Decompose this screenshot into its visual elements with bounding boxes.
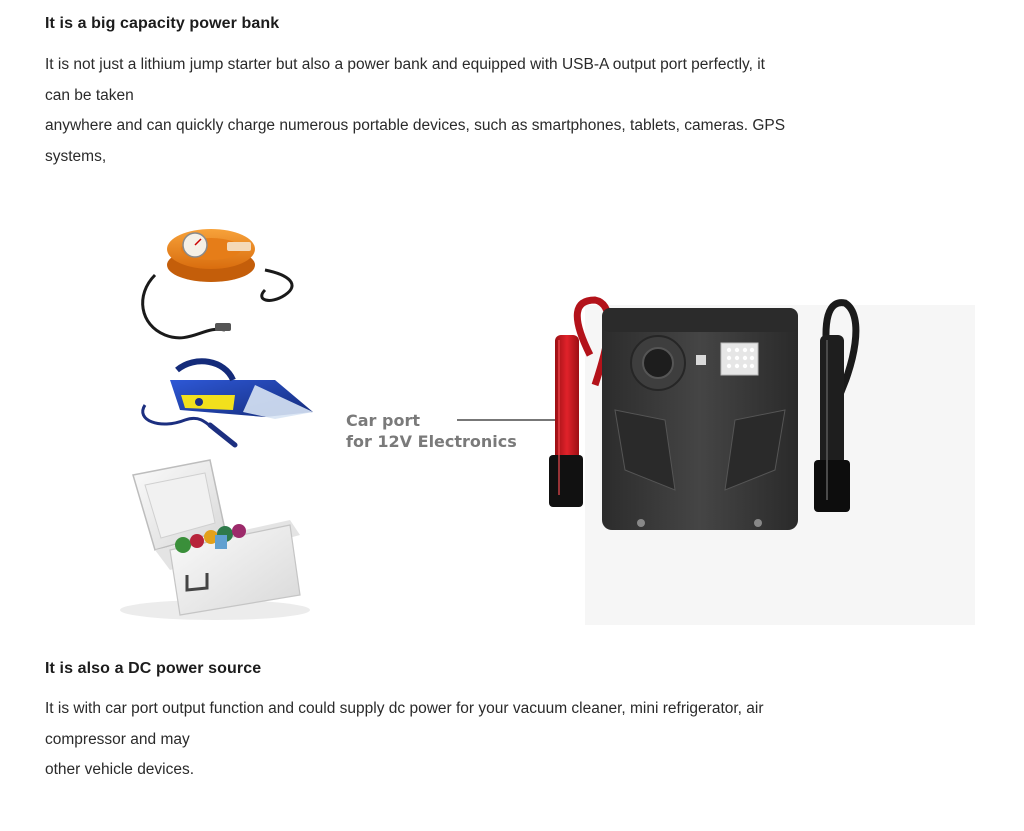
paragraph-line: It is not just a lithium jump starter bu… — [45, 56, 765, 73]
paragraph-line: It is with car port output function and … — [45, 700, 764, 717]
section-title-dc-power: It is also a DC power source — [45, 660, 262, 677]
car-vacuum-cleaner-icon — [141, 358, 313, 448]
paragraph-line: compressor and may — [45, 730, 190, 748]
mini-refrigerator-icon — [120, 459, 310, 620]
section-title-power-bank: It is a big capacity power bank — [45, 15, 280, 32]
paragraph-line: other vehicle devices. — [45, 761, 195, 778]
callout-line: Car port — [346, 411, 420, 430]
paragraph-line: can be taken — [45, 86, 134, 104]
paragraph-line: anywhere and can quickly charge numerous… — [45, 117, 786, 134]
power-bank-description: It is not just a lithium jump starter bu… — [45, 50, 965, 172]
car-port-callout: Car port for 12V Electronics — [346, 410, 517, 452]
product-figure: Car port for 12V Electronics — [115, 205, 975, 625]
air-compressor-icon — [141, 229, 294, 340]
dc-power-description: It is with car port output function and … — [45, 694, 965, 786]
jump-starter-device-icon — [549, 296, 975, 625]
callout-line: for 12V Electronics — [346, 432, 517, 451]
paragraph-line: systems, — [45, 147, 107, 165]
